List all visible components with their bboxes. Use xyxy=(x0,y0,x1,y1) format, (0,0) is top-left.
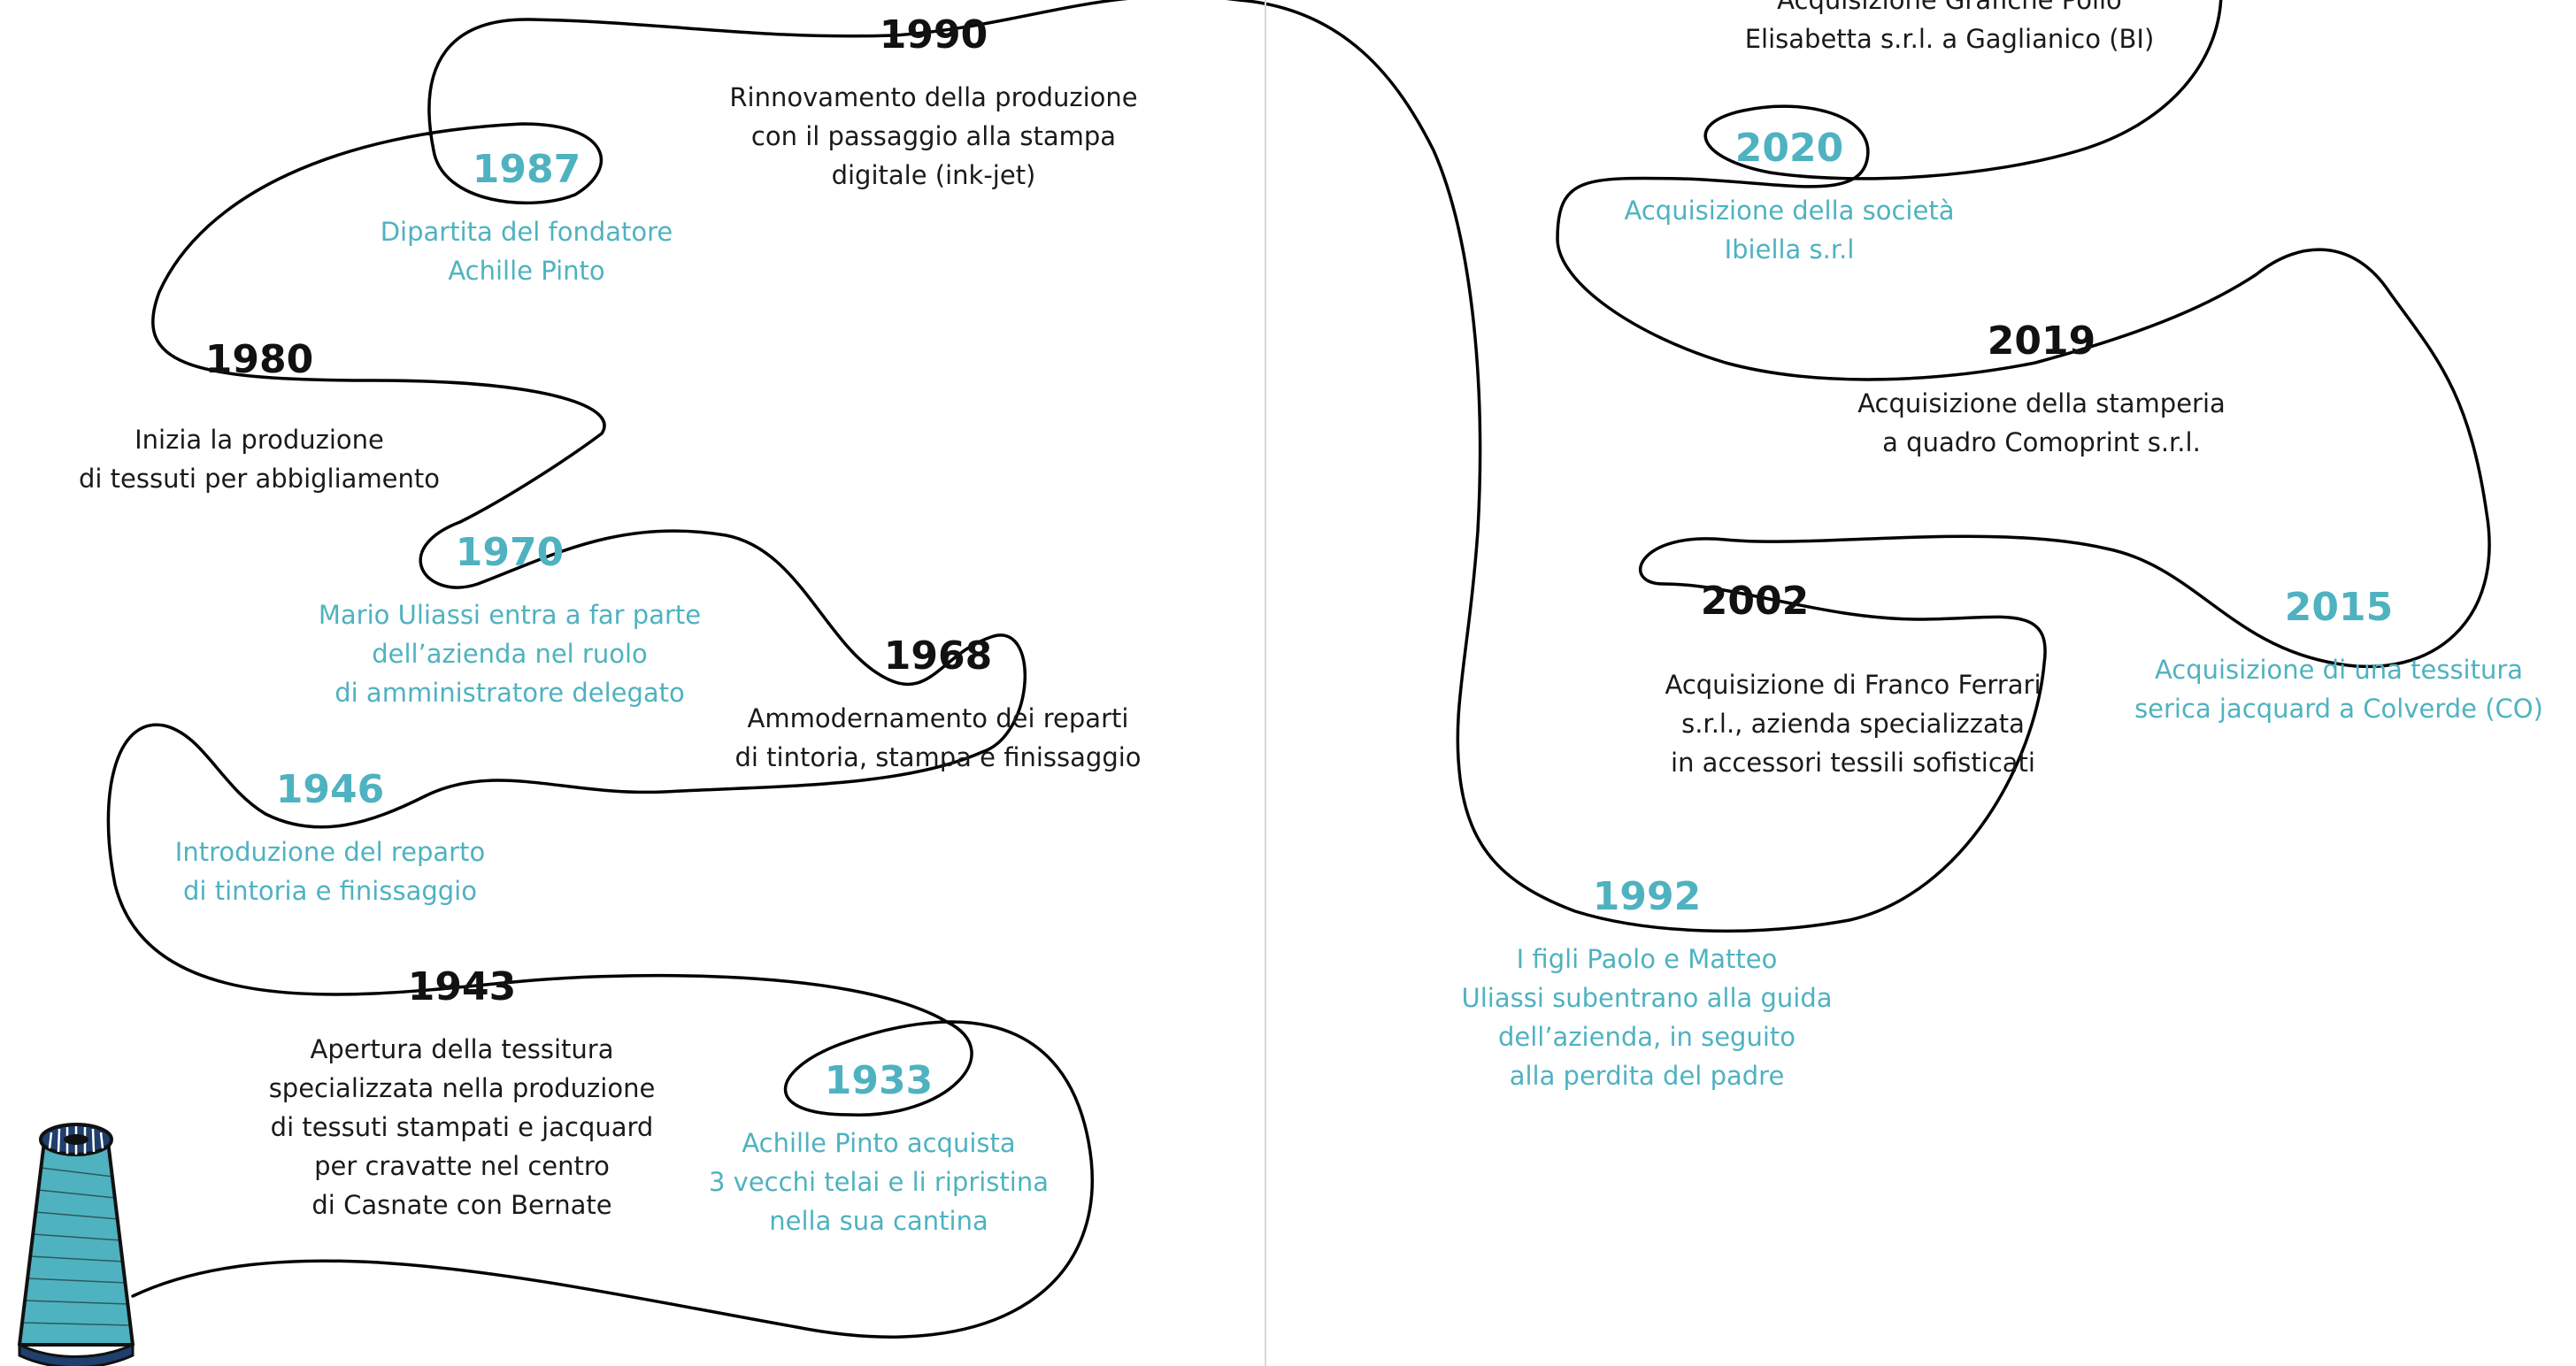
event-description-line: di amministratore delegato xyxy=(334,678,685,708)
event-year: 2002 xyxy=(1700,579,1810,624)
event-description-line: Rinnovamento della produzione xyxy=(729,82,1138,112)
event-year: 1968 xyxy=(883,633,993,679)
event-description-line: Achille Pinto acquista xyxy=(742,1128,1016,1158)
event-description-line: alla perdita del padre xyxy=(1509,1061,1785,1091)
event-description-line: di tintoria, stampa e finissaggio xyxy=(734,742,1142,772)
event-year: 1992 xyxy=(1592,874,1702,919)
event-description-line: con il passaggio alla stampa xyxy=(750,121,1117,151)
event-year: 1943 xyxy=(407,964,517,1009)
event-description-line: Mario Uliassi entra a far parte xyxy=(318,600,702,630)
event-description-line: Ibiella s.r.l xyxy=(1724,234,1855,265)
event-year: 1990 xyxy=(879,12,988,58)
event-description-line: Inizia la produzione xyxy=(135,425,384,455)
event-2019: 2019 Acquisizione della stamperia a quad… xyxy=(1857,318,2226,462)
event-description-line: di tessuti stampati e jacquard xyxy=(270,1112,654,1142)
event-description-line: Ammodernamento dei reparti xyxy=(747,703,1129,733)
thread-spool-icon xyxy=(18,1123,135,1366)
event-1943: 1943 Apertura della tessitura specializz… xyxy=(269,964,656,1224)
event-description: Ammodernamento dei reparti di tintoria, … xyxy=(734,699,1141,777)
event-description-line: a quadro Comoprint s.r.l. xyxy=(1882,427,2201,457)
event-description: Mario Uliassi entra a far parte dell’azi… xyxy=(319,595,701,712)
event-description-line: Introduzione del reparto xyxy=(174,837,486,867)
event-description: Acquisizione della stamperia a quadro Co… xyxy=(1857,384,2226,462)
event-2002-description: Acquisizione di Franco Ferrari s.r.l., a… xyxy=(1665,665,2041,782)
event-1946: 1946 Introduzione del reparto di tintori… xyxy=(175,767,485,910)
event-description-line: digitale (ink-jet) xyxy=(831,160,1036,190)
event-2015: 2015 Acquisizione di una tessitura seric… xyxy=(2134,585,2543,728)
event-1992: 1992 I figli Paolo e Matteo Uliassi sube… xyxy=(1461,874,1832,1095)
event-description-line: nella sua cantina xyxy=(769,1206,988,1236)
event-1933: 1933 Achille Pinto acquista 3 vecchi tel… xyxy=(709,1058,1049,1240)
event-description-line: di tessuti per abbigliamento xyxy=(78,464,441,494)
event-description-line: Achille Pinto xyxy=(448,256,605,286)
event-year: 2019 xyxy=(1987,318,2096,364)
event-1980-description: Inizia la produzione di tessuti per abbi… xyxy=(79,420,440,498)
page-divider xyxy=(1265,0,1266,1366)
event-description: Inizia la produzione di tessuti per abbi… xyxy=(79,420,440,498)
event-year: 1946 xyxy=(275,767,385,812)
event-description-line: Apertura della tessitura xyxy=(310,1034,614,1064)
event-year: 2020 xyxy=(1734,126,1844,171)
event-1970: 1970 Mario Uliassi entra a far parte del… xyxy=(319,530,701,712)
event-description: Acquisizione di Franco Ferrari s.r.l., a… xyxy=(1665,665,2041,782)
event-description: Dipartita del fondatore Achille Pinto xyxy=(381,212,673,290)
event-2002: 2002 xyxy=(1701,579,1809,644)
event-description: Introduzione del reparto di tintoria e f… xyxy=(175,833,485,910)
event-1980: 1980 xyxy=(205,337,313,403)
event-description: I figli Paolo e Matteo Uliassi subentran… xyxy=(1461,940,1832,1095)
event-description-line: 3 vecchi telai e li ripristina xyxy=(709,1167,1049,1197)
event-description-line: Uliassi subentrano alla guida xyxy=(1461,983,1833,1013)
event-year: 1987 xyxy=(472,147,581,192)
event-description-line: di tintoria e finissaggio xyxy=(183,876,477,906)
event-top-cut-description: Acquisizione Grafiche Pollo Elisabetta s… xyxy=(1745,0,2155,58)
event-description-line: Acquisizione di Franco Ferrari xyxy=(1665,670,2042,700)
event-description-line: specializzata nella produzione xyxy=(268,1073,656,1103)
event-description-line: di Casnate con Bernate xyxy=(311,1190,612,1220)
event-description: Acquisizione di una tessitura serica jac… xyxy=(2134,650,2543,728)
event-description: Rinnovamento della produzione con il pas… xyxy=(729,78,1137,195)
event-year: 1970 xyxy=(455,530,565,575)
event-year: 1933 xyxy=(824,1058,934,1103)
event-description-line: Elisabetta s.r.l. a Gaglianico (BI) xyxy=(1744,24,2155,54)
event-description: Apertura della tessitura specializzata n… xyxy=(269,1030,656,1224)
event-description: Achille Pinto acquista 3 vecchi telai e … xyxy=(709,1124,1049,1240)
event-description: Acquisizione della società Ibiella s.r.l xyxy=(1625,191,1955,269)
event-2020: 2020 Acquisizione della società Ibiella … xyxy=(1625,126,1955,269)
event-description-line: Acquisizione della società xyxy=(1624,196,1955,226)
event-year: 1980 xyxy=(204,337,314,382)
event-description-line: Acquisizione di una tessitura xyxy=(2154,655,2524,685)
event-description-line: dell’azienda nel ruolo xyxy=(372,639,648,669)
event-description-line: dell’azienda, in seguito xyxy=(1497,1022,1796,1052)
event-description-line: per cravatte nel centro xyxy=(314,1151,610,1181)
event-description-line: s.r.l., azienda specializzata xyxy=(1681,709,2025,739)
event-1968: 1968 Ammodernamento dei reparti di tinto… xyxy=(734,633,1141,777)
event-description-line: Acquisizione Grafiche Pollo xyxy=(1777,0,2122,15)
event-description-line: serica jacquard a Colverde (CO) xyxy=(2134,694,2543,724)
event-description-line: Dipartita del fondatore xyxy=(380,217,673,247)
event-description-line: Acquisizione della stamperia xyxy=(1857,388,2226,418)
event-year: 2015 xyxy=(2284,585,2394,630)
event-1990: 1990 Rinnovamento della produzione con i… xyxy=(729,12,1137,195)
event-description-line: I figli Paolo e Matteo xyxy=(1516,944,1778,974)
event-description-line: in accessori tessili sofisticati xyxy=(1671,748,2035,778)
event-1987: 1987 Dipartita del fondatore Achille Pin… xyxy=(381,147,673,290)
